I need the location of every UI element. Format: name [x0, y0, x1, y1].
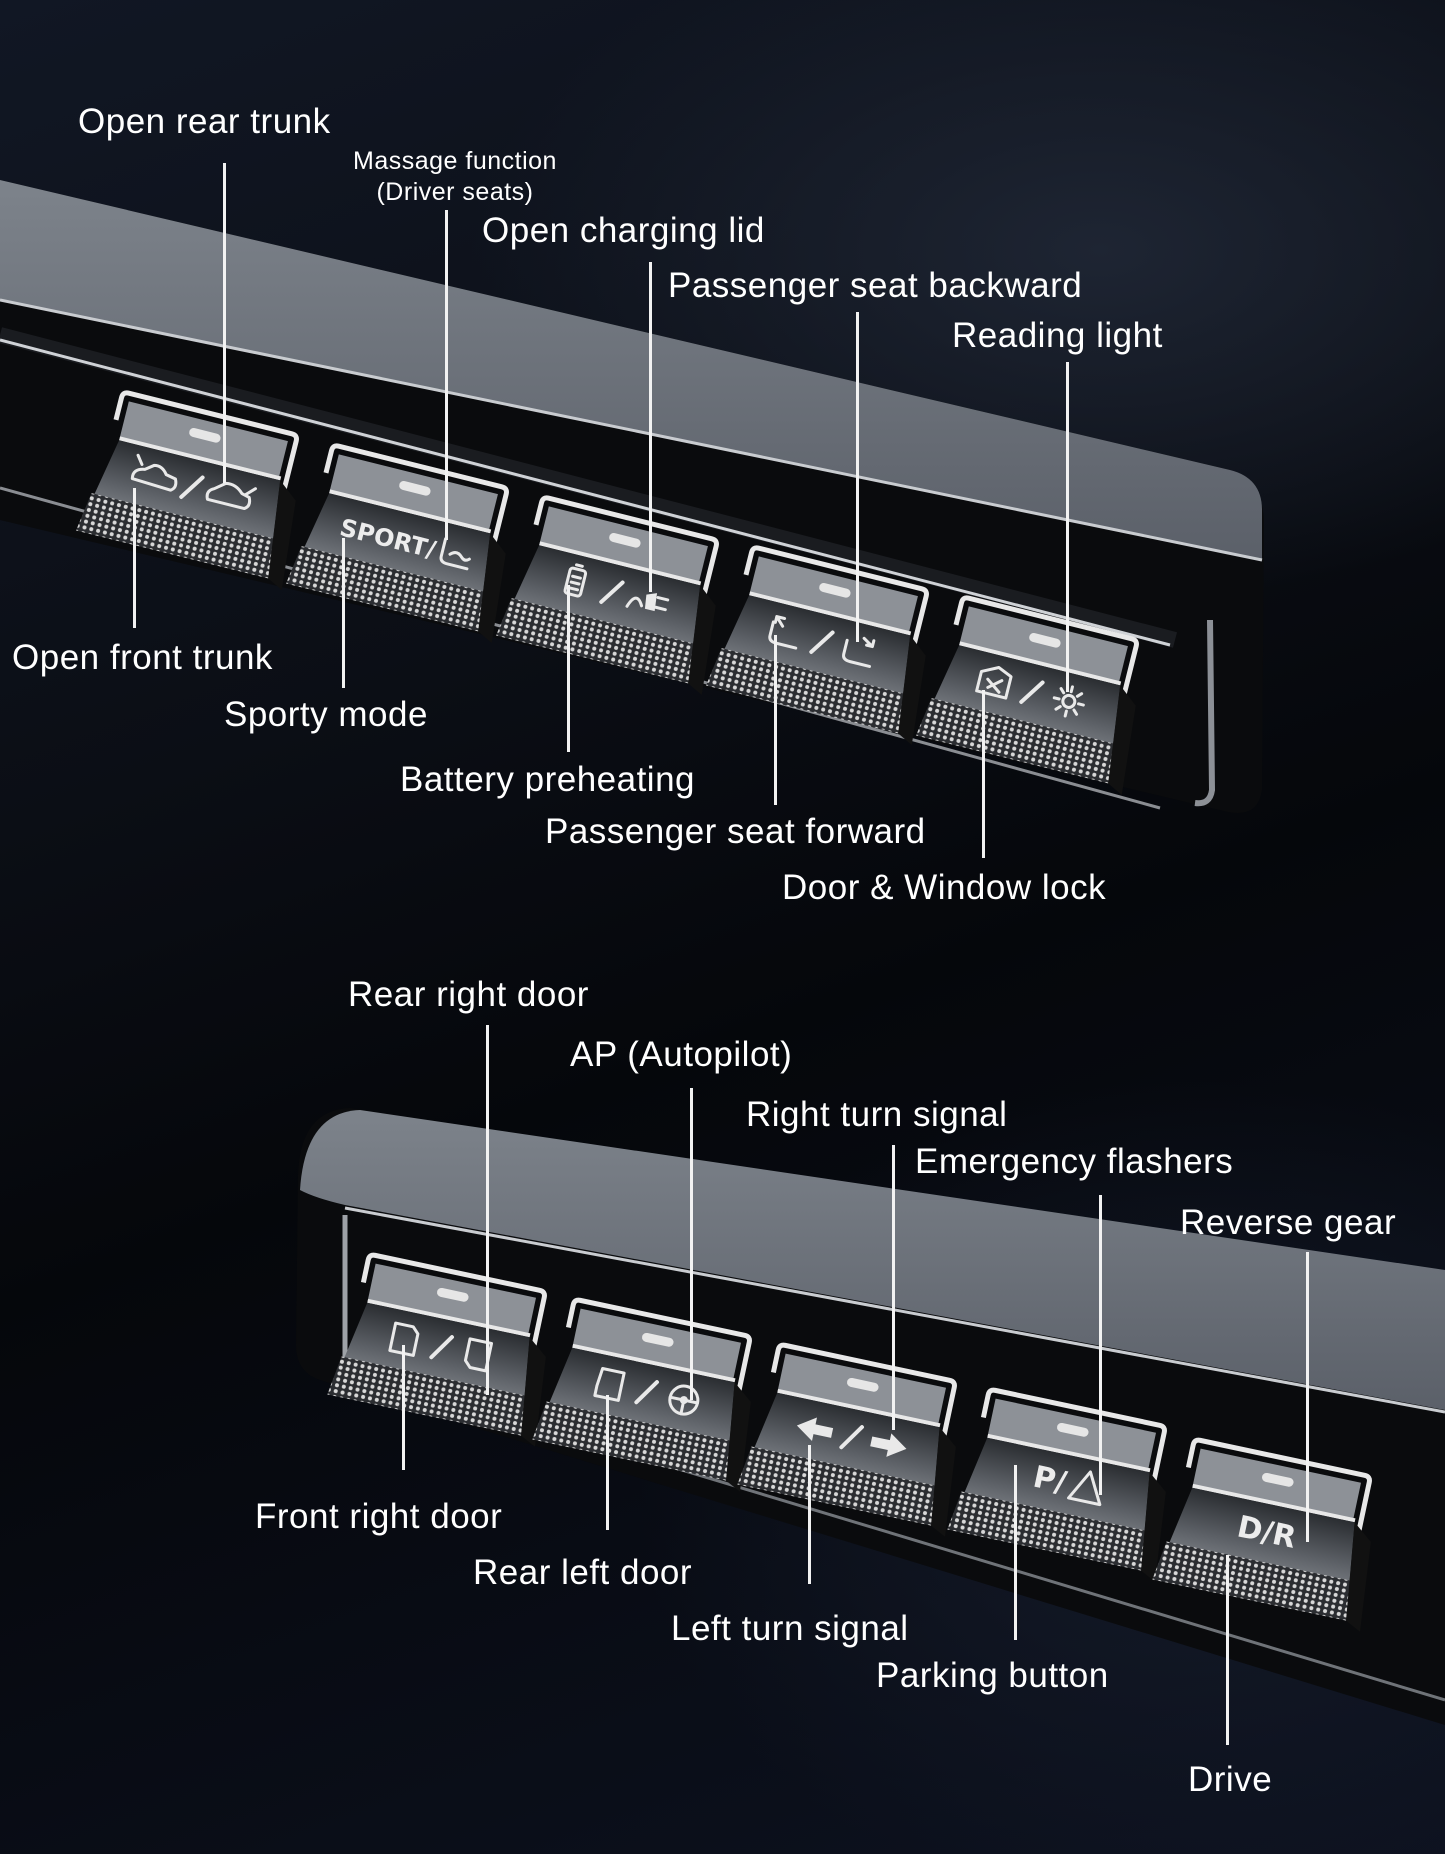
door-window-lock-icon [975, 666, 1013, 700]
arrow-right-icon [870, 1433, 907, 1457]
leader-line [856, 312, 859, 642]
indicator-light [189, 428, 221, 443]
leader-line [606, 1395, 609, 1530]
park-hazard-button[interactable]: P/ [946, 1387, 1187, 1582]
label-emergency-flashers: Emergency flashers [915, 1142, 1234, 1181]
key-glyph-text: P/ [1030, 1460, 1070, 1501]
label-open-charging-lid: Open charging lid [482, 211, 765, 250]
door-autopilot-button[interactable] [531, 1297, 772, 1492]
slash-divider [599, 580, 625, 604]
leader-line [808, 1445, 811, 1584]
trunk-button[interactable] [74, 389, 319, 591]
sport-massage-button[interactable]: SPORT/ [284, 442, 529, 644]
right-doors-button[interactable] [326, 1252, 567, 1447]
label-sporty-mode: Sporty mode [224, 695, 428, 734]
indicator-light [1029, 633, 1061, 648]
indicator-light [642, 1332, 674, 1347]
label-door-window-lock: Door & Window lock [782, 868, 1107, 907]
leader-line [1099, 1195, 1102, 1495]
arrow-left-icon [796, 1417, 834, 1442]
top-switch-panel [0, 180, 1264, 814]
leader-line [1014, 1465, 1017, 1640]
battery-heat-icon [563, 563, 588, 598]
slash-divider [809, 630, 835, 654]
label-battery-preheating: Battery preheating [400, 760, 696, 799]
label-rear-right-door: Rear right door [348, 975, 589, 1014]
steering-wheel-icon [668, 1384, 700, 1416]
label-parking-button: Parking button [876, 1656, 1109, 1695]
sun-light-icon [1052, 685, 1085, 718]
slash-divider [1019, 680, 1045, 704]
indicator-light [1057, 1422, 1089, 1437]
passenger-seat-button[interactable] [704, 544, 949, 746]
leader-line [892, 1145, 895, 1430]
label-massage-function: Massage function (Driver seats) [330, 146, 580, 209]
indicator-light [847, 1377, 879, 1392]
leader-line [402, 1345, 405, 1470]
leader-line [486, 1025, 489, 1395]
label-passenger-seat-backward: Passenger seat backward [668, 266, 1083, 305]
label-massage-function-title: Massage function [353, 147, 557, 175]
hazard-triangle-icon [1067, 1470, 1102, 1507]
leader-line [649, 262, 652, 592]
label-left-turn-signal: Left turn signal [671, 1609, 909, 1648]
rear-trunk-icon [205, 481, 257, 511]
leader-line [133, 488, 136, 628]
leader-line [1306, 1252, 1309, 1542]
label-reading-light: Reading light [952, 316, 1163, 355]
indicator-light [1262, 1472, 1294, 1487]
slash-divider [634, 1380, 659, 1405]
battery-charge-button[interactable] [494, 494, 739, 696]
leader-line [774, 635, 777, 805]
label-reverse-gear: Reverse gear [1180, 1203, 1397, 1242]
front-trunk-icon [130, 453, 178, 492]
indicator-light [399, 481, 431, 496]
indicator-light [819, 583, 851, 598]
label-open-front-trunk: Open front trunk [12, 638, 273, 677]
label-passenger-seat-forward: Passenger seat forward [545, 812, 926, 851]
turn-signal-button[interactable] [736, 1342, 977, 1537]
slash-divider [429, 1335, 454, 1360]
label-ap-autopilot: AP (Autopilot) [570, 1035, 793, 1074]
label-front-right-door: Front right door [255, 1497, 503, 1536]
front-door-icon [388, 1321, 420, 1357]
label-open-rear-trunk: Open rear trunk [78, 102, 331, 141]
label-massage-function-subtitle: (Driver seats) [376, 178, 534, 207]
indicator-light [609, 533, 641, 548]
seat-backward-icon [842, 636, 876, 668]
drive-reverse-button[interactable]: D/R [1151, 1437, 1392, 1632]
leader-line [567, 585, 570, 752]
leader-line [982, 690, 985, 858]
lock-light-button[interactable] [914, 594, 1159, 796]
charging-plug-icon [625, 593, 670, 612]
label-drive: Drive [1188, 1760, 1273, 1799]
leader-line [690, 1088, 693, 1400]
label-rear-left-door: Rear left door [473, 1553, 693, 1592]
slash-divider [839, 1425, 864, 1450]
leader-line [342, 538, 345, 688]
leader-line [1226, 1555, 1229, 1745]
seat-massage-icon [439, 537, 471, 571]
leader-line [223, 163, 226, 483]
label-right-turn-signal: Right turn signal [746, 1095, 1008, 1134]
leader-line [1066, 362, 1069, 692]
slash-divider [179, 475, 205, 499]
leader-line [445, 210, 448, 540]
indicator-light [437, 1287, 469, 1302]
